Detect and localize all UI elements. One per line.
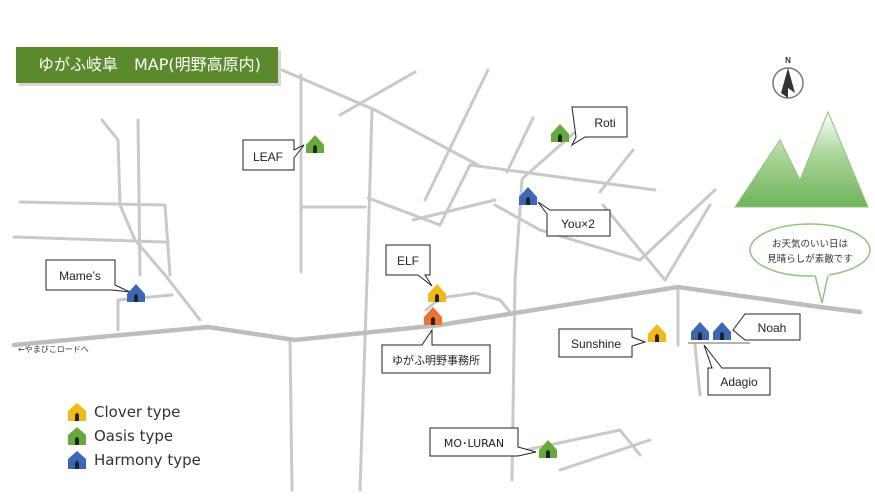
compass-north-label: N xyxy=(785,56,791,65)
location-label-elf: ELF xyxy=(397,254,419,268)
legend-label: Clover type xyxy=(94,403,181,421)
harmony-house-icon xyxy=(713,322,731,340)
location-label-adagio: Adagio xyxy=(720,375,758,389)
office-house-icon xyxy=(424,307,442,325)
clover-house-icon xyxy=(68,403,86,421)
location-label-roti: Roti xyxy=(594,116,615,130)
location-elf[interactable]: ELF xyxy=(385,244,446,302)
clover-house-icon xyxy=(648,324,666,342)
location-office[interactable]: ゆがふ明野事務所 xyxy=(381,307,491,374)
location-roti[interactable]: Roti xyxy=(551,106,628,147)
location-mames[interactable]: Mame’s xyxy=(45,259,145,302)
harmony-house-icon xyxy=(68,451,86,469)
map-title: ゆがふ岐阜 MAP(明野高原内) xyxy=(16,47,278,83)
clover-house-icon xyxy=(428,284,446,302)
oasis-house-icon xyxy=(68,427,86,445)
harmony-house-icon xyxy=(127,284,145,302)
legend-label: Oasis type xyxy=(94,427,174,445)
legend-item-clover: Clover type xyxy=(66,400,201,424)
location-label-leaf: LEAF xyxy=(253,150,283,164)
location-you2[interactable]: You×2 xyxy=(519,187,611,237)
location-sunshine[interactable]: Sunshine xyxy=(558,324,666,358)
weather-note-line-1: お天気のいい日は xyxy=(772,238,849,250)
location-leaf[interactable]: LEAF xyxy=(242,135,324,171)
harmony-house-icon xyxy=(519,187,537,205)
oasis-house-icon xyxy=(551,124,569,142)
mountain-illustration xyxy=(734,110,869,208)
oasis-house-icon xyxy=(306,135,324,153)
compass-icon: N xyxy=(772,56,804,99)
harmony-house-icon xyxy=(691,322,709,340)
location-label-noah: Noah xyxy=(758,321,787,335)
legend-item-harmony: Harmony type xyxy=(66,448,201,472)
weather-note-bubble: お天気のいい日は 見晴らしが素敵です xyxy=(749,223,871,304)
location-label-sunshine: Sunshine xyxy=(571,337,621,351)
location-label-you2: You×2 xyxy=(561,217,595,231)
location-adagio[interactable]: Adagio xyxy=(691,322,771,396)
legend: Clover type Oasis type Harmony type xyxy=(66,400,201,472)
location-noah[interactable]: Noah xyxy=(713,313,801,341)
location-moluran[interactable]: MO･LURAN xyxy=(429,427,557,458)
oasis-house-icon xyxy=(539,440,557,458)
location-label-office: ゆがふ明野事務所 xyxy=(392,353,480,367)
road-label: ←やまびこロードへ xyxy=(18,345,89,354)
legend-label: Harmony type xyxy=(94,451,201,469)
weather-note-line-2: 見晴らしが素敵です xyxy=(767,253,853,265)
legend-item-oasis: Oasis type xyxy=(66,424,201,448)
location-label-moluran: MO･LURAN xyxy=(444,437,504,450)
location-label-mames: Mame’s xyxy=(59,269,101,283)
